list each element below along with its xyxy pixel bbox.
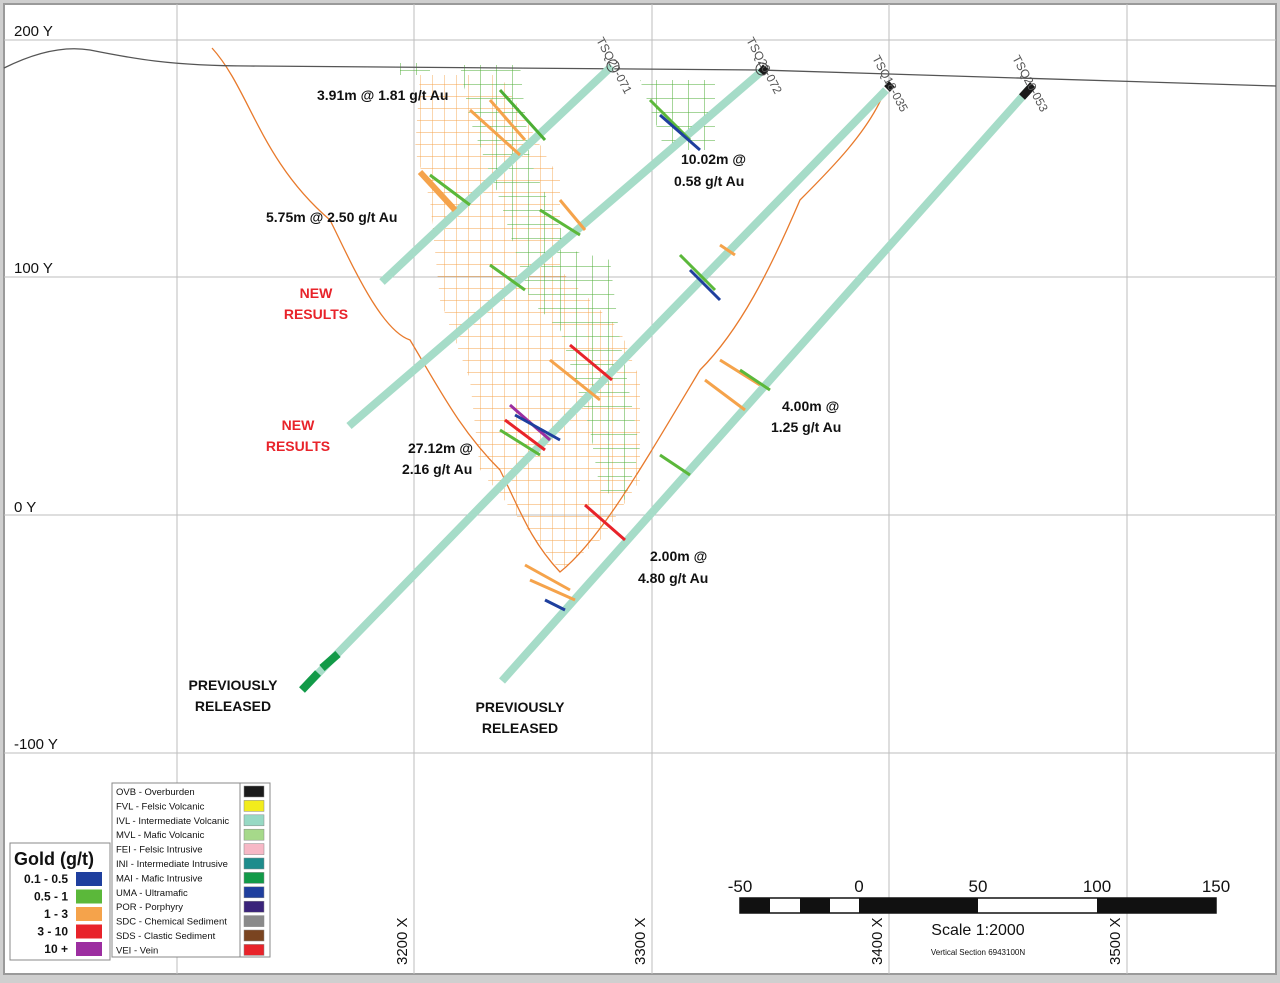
lithology-legend-swatch <box>243 843 265 855</box>
gold-legend-swatch <box>76 942 102 956</box>
new-results-2-line1: NEW <box>282 417 315 433</box>
y-label-200: 200 Y <box>14 23 53 40</box>
new-results-1-line2: RESULTS <box>284 306 348 322</box>
drill-trace-TSQ20-071 <box>379 63 615 285</box>
y-label-minus100: -100 Y <box>14 736 58 753</box>
intercept-label-3: 5.75m @ 2.50 g/t Au <box>266 209 397 225</box>
intercept-label-1: 3.91m @ 1.81 g/t Au <box>317 87 448 103</box>
scale-bar-tick-label: 100 <box>1083 877 1111 896</box>
intercept-label-4b: 2.16 g/t Au <box>402 461 472 477</box>
y-label-0: 0 Y <box>14 499 36 516</box>
intercept-label-4a: 27.12m @ <box>408 440 473 456</box>
gold-legend-swatch <box>76 924 102 939</box>
lithology-legend-label: FVL - Felsic Volcanic <box>116 801 205 812</box>
lithology-legend-label: SDC - Chemical Sediment <box>116 917 227 928</box>
lithology-legend-swatch <box>243 800 265 812</box>
lithology-legend-swatch <box>243 828 265 841</box>
lithology-legend-swatch <box>243 915 265 927</box>
lithology-legend-swatch <box>243 872 265 884</box>
x-label-3500: 3500 X <box>1107 917 1124 965</box>
scale-bar: -50 0 50 100 150 Scale 1:2000 Vertical Secti… <box>728 877 1230 957</box>
scale-bar-tick-label: -50 <box>728 877 753 896</box>
gold-legend-swatch <box>76 889 102 904</box>
gold-legend-label: 10 + <box>44 942 68 956</box>
gold-legend-label: 1 - 3 <box>44 907 68 921</box>
x-label-3400: 3400 X <box>869 917 886 965</box>
lithology-legend-label: SDS - Clastic Sediment <box>116 931 216 942</box>
previously-released-2-line1: PREVIOUSLY <box>476 699 566 715</box>
intercept-label-6a: 2.00m @ <box>650 548 707 564</box>
lithology-legend-label: FEI - Felsic Intrusive <box>116 845 203 856</box>
lithology-legend-label: MAI - Mafic Intrusive <box>116 873 203 884</box>
intercept-label-5a: 4.00m @ <box>782 398 839 414</box>
drill-trace-TSQ20-072 <box>346 67 765 430</box>
lithology-legend-swatch <box>243 944 265 956</box>
lithology-legend-swatch <box>243 857 265 870</box>
gold-legend-label: 0.5 - 1 <box>34 890 68 904</box>
lithology-legend-swatch <box>243 785 265 798</box>
previously-released-1-line1: PREVIOUSLY <box>189 677 279 693</box>
drill-trace-TSQ20-053 <box>499 85 1033 684</box>
gold-legend-label: 0.1 - 0.5 <box>24 872 68 886</box>
lithology-legend-label: VEI - Vein <box>116 945 158 956</box>
collar-TSQ20-071 <box>606 59 620 73</box>
new-results-2-line2: RESULTS <box>266 438 330 454</box>
lithology-legend-swatch <box>243 929 265 942</box>
lithology-legend-label: OVB - Overburden <box>116 787 195 798</box>
gold-legend-swatch <box>76 907 102 921</box>
gold-legend-swatch <box>76 872 102 886</box>
lithology-legend-swatch <box>243 900 265 913</box>
gold-legend-label: 3 - 10 <box>37 925 68 939</box>
intercept-label-2a: 10.02m @ <box>681 151 746 167</box>
lithology-legend-label: INI - Intermediate Intrusive <box>116 859 228 870</box>
x-label-3300: 3300 X <box>632 917 649 965</box>
new-results-1-line1: NEW <box>300 285 333 301</box>
y-label-100: 100 Y <box>14 260 53 277</box>
drill-trace-ends <box>299 64 1036 693</box>
x-label-3200: 3200 X <box>394 917 411 965</box>
lithology-legend-label: POR - Porphyry <box>116 902 183 913</box>
lithology-legend-label: IVL - Intermediate Volcanic <box>116 816 229 827</box>
intercept-label-5b: 1.25 g/t Au <box>771 419 841 435</box>
topography-line <box>3 48 1277 87</box>
scale-bar-tick-label: 0 <box>854 877 863 896</box>
grid <box>4 4 1276 974</box>
grade-envelope <box>211 47 886 573</box>
lithology-legend-label: UMA - Ultramafic <box>116 888 188 899</box>
lithology-legend-swatch <box>243 886 265 899</box>
scale-subtitle: Vertical Section 6943100N <box>931 948 1026 957</box>
scale-title: Scale 1:2000 <box>931 922 1025 939</box>
previously-released-2-line2: RELEASED <box>482 720 558 736</box>
assay-bars <box>417 88 771 612</box>
scale-bar-tick-label: 50 <box>969 877 988 896</box>
intercept-label-2b: 0.58 g/t Au <box>674 173 744 189</box>
gold-legend: Gold (g/t) 0.1 - 0.5 0.5 - 1 1 - 3 3 - 10 10… <box>9 842 111 961</box>
collar-TSQ20-072 <box>755 62 769 76</box>
drill-traces <box>299 63 1033 693</box>
scale-bar-tick-label: 150 <box>1202 877 1230 896</box>
gold-legend-title: Gold (g/t) <box>14 849 94 869</box>
intercept-label-6b: 4.80 g/t Au <box>638 570 708 586</box>
lithology-legend-swatch <box>243 814 265 827</box>
drill-trace-TSQ18-035 <box>299 87 889 693</box>
lithology-legend-label: MVL - Mafic Volcanic <box>116 830 205 841</box>
previously-released-1-line2: RELEASED <box>195 698 271 714</box>
